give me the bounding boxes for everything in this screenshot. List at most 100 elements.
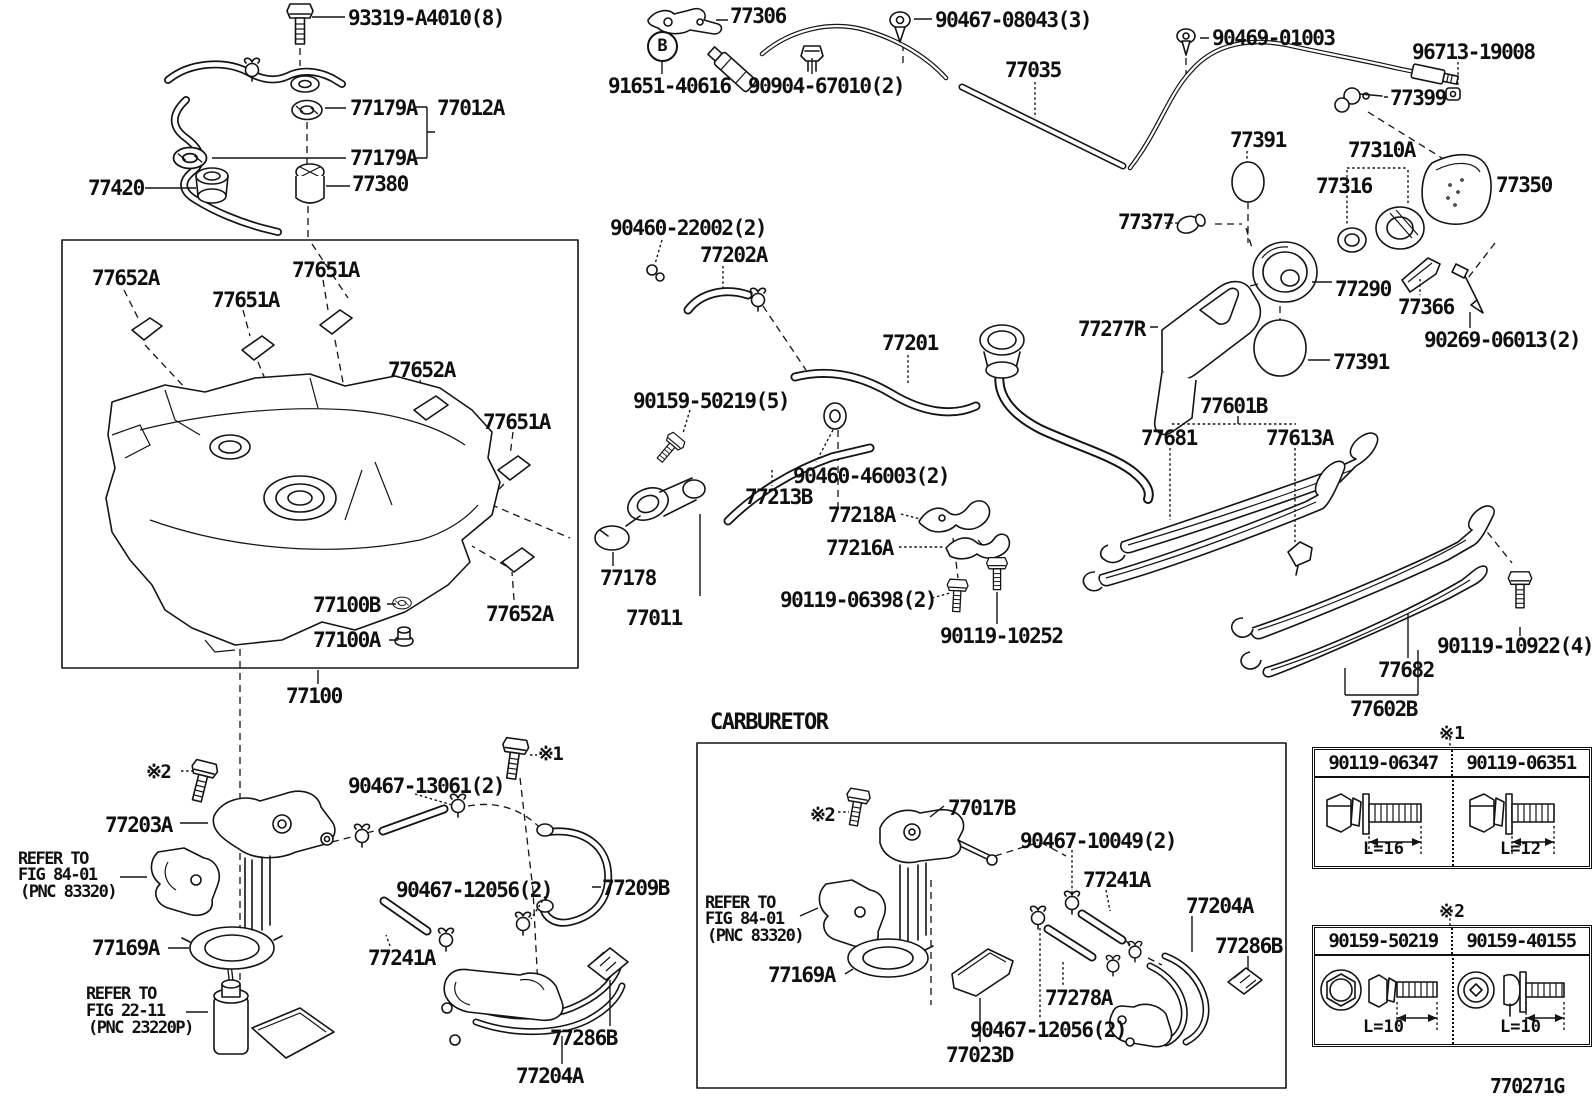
hex-bolt-l12-icon — [1469, 793, 1555, 856]
part-label-77601b: 77601B — [1200, 394, 1268, 418]
part-label-77179a-1: 77179A — [350, 96, 418, 120]
part-label-77681: 77681 — [1141, 426, 1198, 450]
table-1-divider — [1452, 776, 1454, 866]
part-label-77204a-1: 77204A — [516, 1064, 584, 1088]
part-label-77286b-2: 77286B — [1215, 934, 1283, 958]
part-label-90269-06013: 90269-06013(2) — [1424, 328, 1582, 352]
part-label-77278a: 77278A — [1045, 986, 1113, 1010]
part-label-77377: 77377 — [1118, 210, 1175, 234]
table-1-part-a: 90119-06347 — [1315, 750, 1453, 776]
pan-screw-l10-icon — [1457, 971, 1565, 1032]
part-label-96713-19008: 96713-19008 — [1412, 40, 1536, 64]
bolt-spec-table-1: ※1 90119-06347 90119-06351 L=16 — [1312, 723, 1592, 869]
part-label-77290: 77290 — [1335, 277, 1392, 301]
part-label-refer2-l2: FIG 22-11 — [86, 1001, 166, 1021]
table-1-cell-b: L=12 — [1452, 776, 1589, 860]
part-label-refer1-l2: FIG 84-01 — [18, 865, 98, 885]
part-label-90467-08043: 90467-08043(3) — [935, 8, 1093, 32]
part-label-77179a-2: 77179A — [350, 146, 418, 170]
part-label-refer3-l1: REFER TO — [705, 893, 776, 913]
part-label-77204a-2: 77204A — [1186, 894, 1254, 918]
breather-tube-parts — [172, 3, 325, 204]
table-1-length-b: L=12 — [1500, 839, 1541, 859]
part-label-77017b: 77017B — [948, 796, 1016, 820]
part-label-refer1-l3: (PNC 83320) — [20, 882, 118, 902]
tank-straps — [1082, 432, 1533, 678]
part-label-77391-2: 77391 — [1333, 350, 1390, 374]
leader-lines — [120, 16, 1521, 1064]
part-label-star2-main: ※2 — [146, 761, 172, 783]
bolt-spec-table-2: ※2 90159-50219 90159-40155 L=10 — [1312, 901, 1592, 1047]
part-label-77241a-2: 77241A — [1083, 868, 1151, 892]
part-label-star2-carb: ※2 — [810, 804, 836, 826]
table-2-length-b: L=10 — [1500, 1017, 1541, 1037]
part-label-77203a: 77203A — [105, 813, 173, 837]
part-label-90460-22002: 90460-22002(2) — [610, 216, 768, 240]
part-label-90467-13061: 90467-13061(2) — [348, 774, 506, 798]
part-label-77216a: 77216A — [826, 536, 894, 560]
part-label-77011: 77011 — [626, 606, 683, 630]
part-label-90469-01003: 90469-01003 — [1212, 26, 1336, 50]
fuel-tank-drawing — [105, 309, 535, 653]
carburetor-assembly — [818, 787, 1263, 1048]
table-2-cell-a: L=10 — [1315, 954, 1452, 1038]
part-label-77012a: 77012A — [437, 96, 505, 120]
part-label-77169a-2: 77169A — [768, 963, 836, 987]
part-label-90119-10922: 90119-10922(4) — [1437, 634, 1592, 658]
part-label-77682: 77682 — [1378, 658, 1435, 682]
table-1-cell-a: L=16 — [1315, 776, 1452, 860]
tubes — [164, 23, 1443, 1047]
part-label-77306: 77306 — [730, 4, 787, 28]
table-2-divider — [1452, 954, 1454, 1044]
part-label-77169a-1: 77169A — [92, 936, 160, 960]
dotted-leaders — [181, 62, 1459, 1018]
part-label-77652a-1: 77652A — [92, 266, 160, 290]
part-label-77286b-1: 77286B — [550, 1026, 618, 1050]
table-1-length-a: L=16 — [1363, 839, 1404, 859]
part-label-77218a: 77218A — [828, 503, 896, 527]
throttle-cable-parts — [647, 7, 1461, 113]
part-label-90119-10252: 90119-10252 — [940, 624, 1064, 648]
table-1-part-b: 90119-06351 — [1466, 752, 1577, 774]
part-label-77201: 77201 — [882, 331, 939, 355]
part-label-77651a-2: 77651A — [292, 258, 360, 282]
filler-cap-parts — [979, 153, 1492, 436]
fuel-suction-assembly — [150, 736, 629, 1059]
table-2-part-a: 90159-50219 — [1315, 928, 1453, 954]
part-label-77652a-2: 77652A — [388, 358, 456, 382]
part-label-90467-10049: 90467-10049(2) — [1020, 829, 1178, 853]
part-label-carb-title: CARBURETOR — [710, 710, 829, 735]
part-label-77651a-1: 77651A — [212, 288, 280, 312]
callout-b: B — [647, 31, 678, 62]
part-label-77277r: 77277R — [1078, 317, 1146, 341]
part-label-77202a: 77202A — [700, 243, 768, 267]
flange-bolt-l10-icon — [1320, 969, 1438, 1032]
part-label-77602b: 77602B — [1350, 697, 1418, 721]
part-label-90467-12056-2: 90467-12056(2) — [970, 1018, 1128, 1042]
part-label-90467-12056-1: 90467-12056(2) — [396, 878, 554, 902]
part-label-77178: 77178 — [600, 566, 657, 590]
part-label-77366: 77366 — [1398, 295, 1455, 319]
part-label-77100b: 77100B — [313, 593, 381, 617]
part-label-77213b: 77213B — [745, 485, 813, 509]
filler-pipe-parts — [594, 264, 1011, 613]
table-2-cell-b: L=10 — [1452, 954, 1589, 1038]
part-label-77310a: 77310A — [1348, 138, 1416, 162]
part-label-77613a: 77613A — [1266, 426, 1334, 450]
part-label-77391-1: 77391 — [1230, 128, 1287, 152]
hex-bolt-l16-icon — [1326, 793, 1422, 856]
part-label-77100: 77100 — [286, 684, 343, 708]
part-label-77100a: 77100A — [313, 628, 381, 652]
part-label-77420: 77420 — [88, 176, 145, 200]
part-label-star1-main: ※1 — [538, 743, 564, 765]
part-label-77241a-1: 77241A — [368, 946, 436, 970]
part-label-90904-67010: 90904-67010(2) — [748, 74, 906, 98]
fuel-tank-box — [61, 239, 579, 669]
part-label-refer2-l3: (PNC 23220P) — [88, 1018, 194, 1038]
part-label-77380: 77380 — [352, 172, 409, 196]
part-label-77651a-3: 77651A — [483, 410, 551, 434]
part-label-90460-46003: 90460-46003(2) — [793, 464, 951, 488]
part-label-91651-40616: 91651-40616 — [608, 74, 732, 98]
